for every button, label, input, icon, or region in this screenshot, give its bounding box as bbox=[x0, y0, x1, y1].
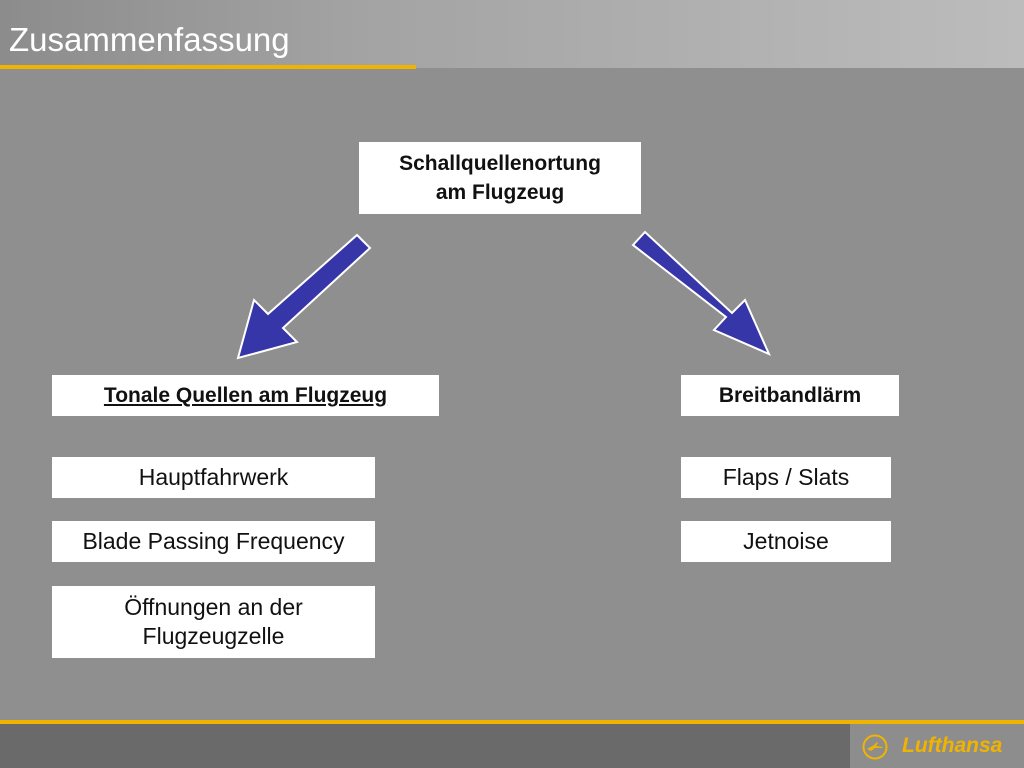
left-branch-heading: Tonale Quellen am Flugzeug bbox=[52, 375, 439, 416]
title-bar bbox=[0, 0, 1024, 68]
left-branch-heading-text: Tonale Quellen am Flugzeug bbox=[103, 384, 388, 407]
root-node-line1: Schallquellenortung bbox=[399, 152, 601, 175]
root-node: Schallquellenortung am Flugzeug bbox=[359, 142, 641, 214]
slide-title: Zusammenfassung bbox=[9, 21, 290, 58]
right-item-text: Jetnoise bbox=[743, 528, 829, 554]
arrow-left bbox=[236, 233, 372, 360]
left-item-line2: Flugzeugzelle bbox=[142, 623, 285, 649]
left-item-blade-passing-frequency: Blade Passing Frequency bbox=[52, 521, 375, 562]
footer-line bbox=[0, 720, 1024, 724]
crane-logo-icon bbox=[862, 734, 888, 760]
root-node-line2: am Flugzeug bbox=[435, 181, 565, 204]
left-item-text: Blade Passing Frequency bbox=[82, 528, 345, 554]
right-item-flaps-slats: Flaps / Slats bbox=[681, 457, 891, 498]
right-branch-heading-text: Breitbandlärm bbox=[718, 384, 862, 407]
left-item-line1: Öffnungen an der bbox=[124, 594, 303, 620]
left-item-text: Hauptfahrwerk bbox=[138, 464, 289, 490]
logo-area bbox=[850, 724, 1024, 768]
right-item-jetnoise: Jetnoise bbox=[681, 521, 891, 562]
right-item-text: Flaps / Slats bbox=[722, 464, 850, 490]
left-item-hauptfahrwerk: Hauptfahrwerk bbox=[52, 457, 375, 498]
right-branch-heading: Breitbandlärm bbox=[681, 375, 899, 416]
title-underline bbox=[0, 65, 416, 69]
arrow-right bbox=[631, 230, 771, 356]
logo-text: Lufthansa bbox=[902, 734, 1003, 757]
left-item-oeffnungen: Öffnungen an der Flugzeugzelle bbox=[52, 586, 375, 658]
